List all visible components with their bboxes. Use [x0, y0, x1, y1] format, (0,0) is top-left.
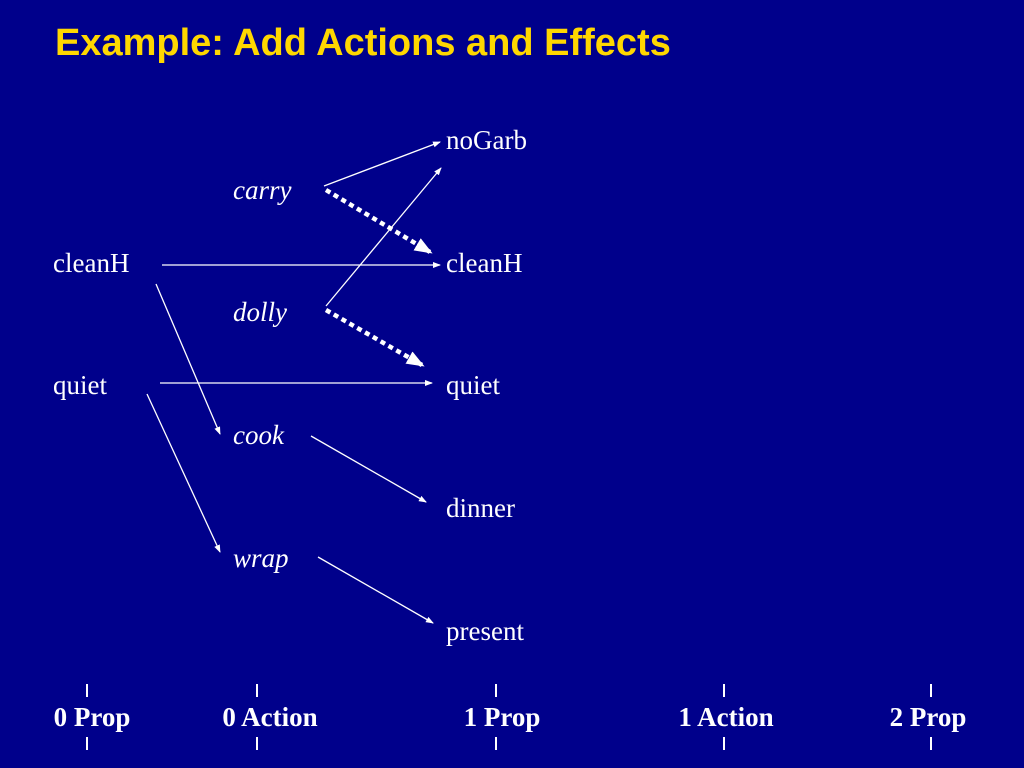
level-label-0-action: 0 Action [222, 702, 318, 732]
level-tick-bottom [495, 737, 497, 750]
action0-wrap: wrap [233, 543, 289, 573]
level-label-1-action: 1 Action [678, 702, 774, 732]
action0-cook: cook [233, 420, 284, 450]
level-tick-top [86, 684, 88, 697]
prop0-cleanh: cleanH [53, 248, 130, 278]
edge-dolly-quiet-delete [324, 308, 425, 367]
action0-dolly: dolly [233, 297, 287, 327]
edge-wrap-present [317, 556, 434, 624]
edge-carry-cleanh-delete [324, 188, 433, 254]
level-tick-bottom [723, 737, 725, 750]
slide-title: Example: Add Actions and Effects [55, 22, 671, 64]
level-label-0-prop: 0 Prop [53, 702, 131, 732]
edge-cleanh-cook [155, 283, 221, 435]
level-tick-bottom [256, 737, 258, 750]
edge-dolly-nogarb [325, 167, 442, 307]
level-tick-top [256, 684, 258, 697]
prop0-quiet: quiet [53, 370, 107, 400]
prop1-present: present [446, 616, 524, 646]
edge-carry-nogarb [323, 141, 441, 187]
level-tick-top [495, 684, 497, 697]
prop1-quiet: quiet [446, 370, 500, 400]
level-label-2-prop: 2 Prop [889, 702, 967, 732]
level-tick-top [723, 684, 725, 697]
level-label-1-prop: 1 Prop [463, 702, 541, 732]
edge-cook-dinner [310, 435, 427, 503]
prop1-cleanh: cleanH [446, 248, 523, 278]
level-tick-top [930, 684, 932, 697]
edge-quiet-wrap [146, 393, 221, 553]
prop1-nogarb: noGarb [446, 125, 527, 155]
action0-carry: carry [233, 175, 292, 205]
prop1-dinner: dinner [446, 493, 515, 523]
level-tick-bottom [930, 737, 932, 750]
level-tick-bottom [86, 737, 88, 750]
